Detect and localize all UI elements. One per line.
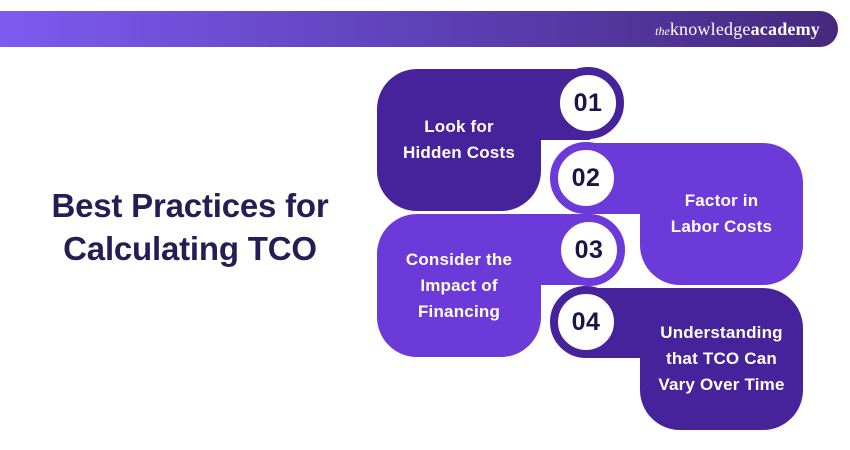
step-2-card: Factor in Labor Costs xyxy=(640,143,803,285)
step-2-label: Factor in Labor Costs xyxy=(670,191,773,236)
logo-knowledge: knowledge xyxy=(669,19,751,39)
step-2-number: 02 xyxy=(571,163,601,192)
step-4-number-badge: 04 xyxy=(550,286,622,358)
step-1-number-badge: 01 xyxy=(552,67,624,139)
logo-academy: academy xyxy=(750,19,820,39)
step-2-number-badge: 02 xyxy=(550,142,622,214)
step-4-number: 04 xyxy=(571,307,601,336)
step-3-number-badge: 03 xyxy=(553,214,625,286)
step-3-card: Consider the Impact of Financing xyxy=(377,214,541,357)
step-1-number: 01 xyxy=(573,88,603,117)
step-1-card: Look for Hidden Costs xyxy=(377,69,541,211)
logo-the: the xyxy=(655,24,670,38)
step-3-number: 03 xyxy=(574,235,604,264)
page-title: Best Practices for Calculating TCO xyxy=(51,187,329,267)
step-4-label: Understanding that TCO Can Vary Over Tim… xyxy=(658,323,785,394)
step-4-card: Understanding that TCO Can Vary Over Tim… xyxy=(640,288,803,430)
step-3-label: Consider the Impact of Financing xyxy=(405,249,513,321)
step-1-label: Look for Hidden Costs xyxy=(403,117,515,162)
